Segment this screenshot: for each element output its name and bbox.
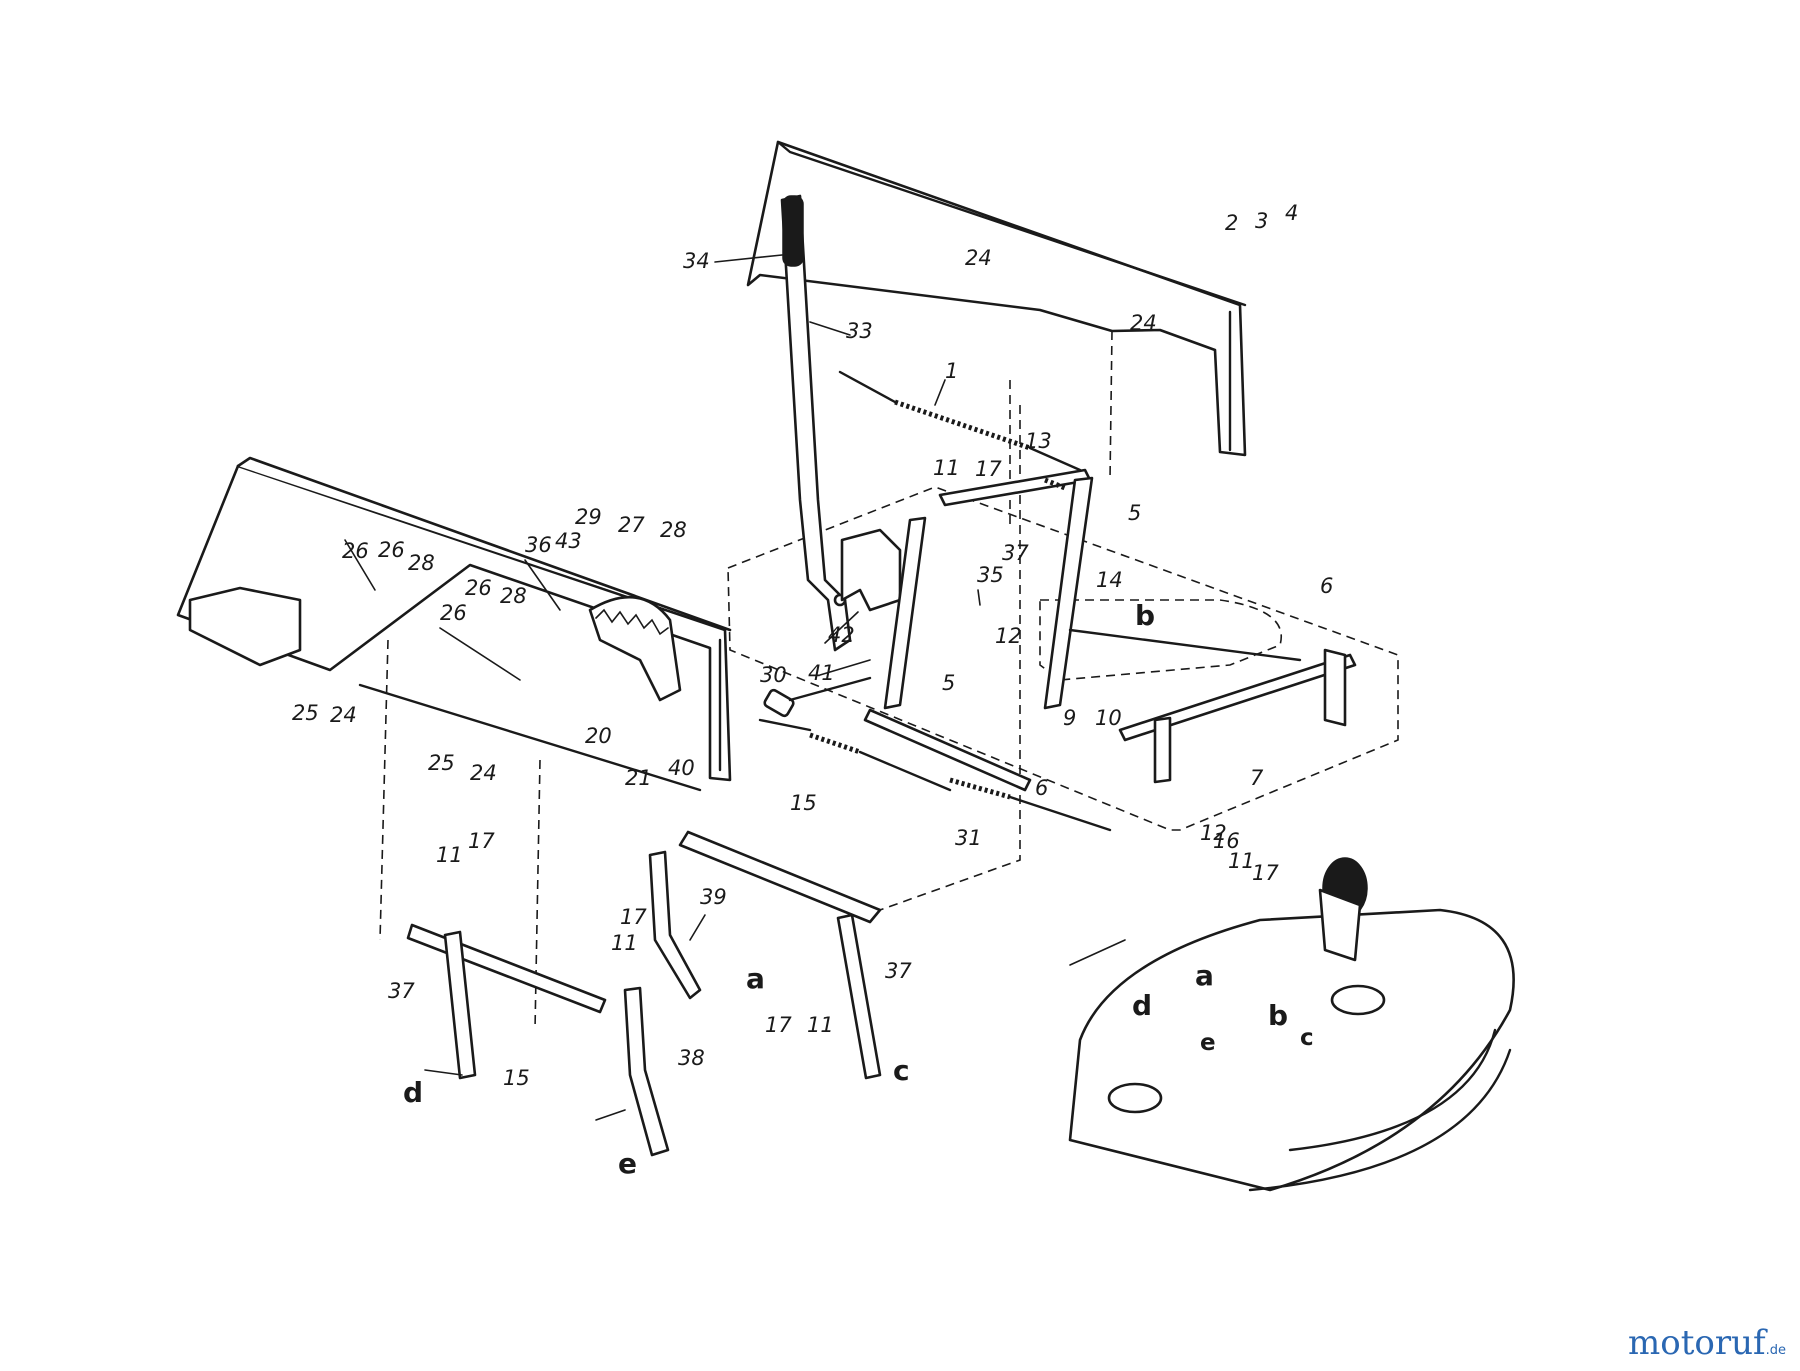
callout-40: 40 xyxy=(668,756,695,780)
callout-17c: 17 xyxy=(620,905,647,929)
callout-14: 14 xyxy=(1096,568,1123,592)
callout-28b: 28 xyxy=(500,584,527,608)
connector-a-1: a xyxy=(746,962,765,995)
connector-c-1: c xyxy=(893,1054,910,1087)
callout-5a: 5 xyxy=(1128,501,1141,525)
connector-e-1: e xyxy=(618,1147,637,1180)
callout-41: 41 xyxy=(808,661,835,685)
callout-34: 34 xyxy=(683,249,710,273)
lift-lever xyxy=(780,194,852,652)
connector-b-2: b xyxy=(1268,999,1288,1032)
lever-grip xyxy=(782,195,804,267)
callout-12a: 12 xyxy=(995,624,1022,648)
callout-39: 39 xyxy=(700,885,727,909)
connector-c-2: c xyxy=(1300,1025,1314,1051)
callout-37b: 37 xyxy=(388,979,415,1003)
connector-b-1: b xyxy=(1135,599,1155,632)
callout-4: 4 xyxy=(1285,201,1298,225)
link-bars xyxy=(406,830,882,1157)
callout-24c: 24 xyxy=(965,246,992,270)
callout-17b: 17 xyxy=(468,829,495,853)
leader-lines xyxy=(344,254,1126,1121)
callout-31: 31 xyxy=(955,826,982,850)
callout-43: 43 xyxy=(555,529,582,553)
callout-7: 7 xyxy=(1250,766,1264,790)
callout-27: 27 xyxy=(618,513,645,537)
connector-d-2: d xyxy=(1132,989,1152,1022)
callout-29: 29 xyxy=(575,505,602,529)
callout-17e: 17 xyxy=(1252,861,1279,885)
callout-25a: 25 xyxy=(292,701,319,725)
callout-labels: 1 2 3 4 5 5 6 6 7 9 10 11 11 11 11 11 12… xyxy=(292,201,1333,1090)
callout-24b: 24 xyxy=(470,761,497,785)
callout-38: 38 xyxy=(678,1046,705,1070)
callout-1: 1 xyxy=(945,359,958,383)
callout-2: 2 xyxy=(1225,211,1238,235)
callout-13: 13 xyxy=(1025,429,1052,453)
mower-deck xyxy=(1068,857,1515,1192)
callout-25b: 25 xyxy=(428,751,455,775)
shafts xyxy=(1068,628,1357,784)
connector-a-2: a xyxy=(1195,959,1214,992)
callout-30: 30 xyxy=(760,663,787,687)
callout-33: 33 xyxy=(846,319,873,343)
callout-28a: 28 xyxy=(408,551,435,575)
connector-letters: a a b b c c d d e e xyxy=(403,599,1314,1180)
callout-24d: 24 xyxy=(1130,311,1157,335)
callout-24a: 24 xyxy=(330,703,357,727)
frame-rods xyxy=(863,468,1094,792)
back-panel xyxy=(746,140,1247,481)
callout-15a: 15 xyxy=(790,791,817,815)
callout-6a: 6 xyxy=(1320,574,1333,598)
callout-15b: 15 xyxy=(503,1066,530,1090)
callout-36: 36 xyxy=(525,533,552,557)
callout-37a: 37 xyxy=(1002,541,1029,565)
height-sector-plate xyxy=(588,595,682,702)
watermark-logo: motoruf.de xyxy=(1628,1323,1786,1363)
callout-11b: 11 xyxy=(436,843,463,867)
callout-11d: 11 xyxy=(807,1013,834,1037)
callout-5b: 5 xyxy=(942,671,955,695)
springs xyxy=(758,370,1112,832)
callout-35: 35 xyxy=(977,563,1004,587)
callout-9: 9 xyxy=(1063,706,1076,730)
callout-17d: 17 xyxy=(765,1013,792,1037)
rod-sleeve xyxy=(763,688,795,718)
callout-26d: 26 xyxy=(465,576,492,600)
connector-e-2: e xyxy=(1200,1030,1216,1056)
callout-20: 20 xyxy=(585,724,612,748)
callout-12b: 12 xyxy=(1200,821,1227,845)
callout-6b: 6 xyxy=(1035,776,1048,800)
callout-17a: 17 xyxy=(975,457,1002,481)
callout-28c: 28 xyxy=(660,518,687,542)
callout-26b: 26 xyxy=(378,538,405,562)
deck-plate xyxy=(727,380,1399,911)
callout-10: 10 xyxy=(1095,706,1122,730)
callout-26c: 26 xyxy=(440,601,467,625)
callout-21: 21 xyxy=(625,766,652,790)
callout-11e: 11 xyxy=(1228,849,1255,873)
callout-3: 3 xyxy=(1255,209,1268,233)
pivot-bracket xyxy=(840,528,902,612)
callout-37c: 37 xyxy=(885,959,912,983)
callout-16: 16 xyxy=(1213,829,1240,853)
connector-d-1: d xyxy=(403,1076,423,1109)
left-cover xyxy=(176,456,732,1031)
callout-11a: 11 xyxy=(933,456,960,480)
callout-11c: 11 xyxy=(611,931,638,955)
